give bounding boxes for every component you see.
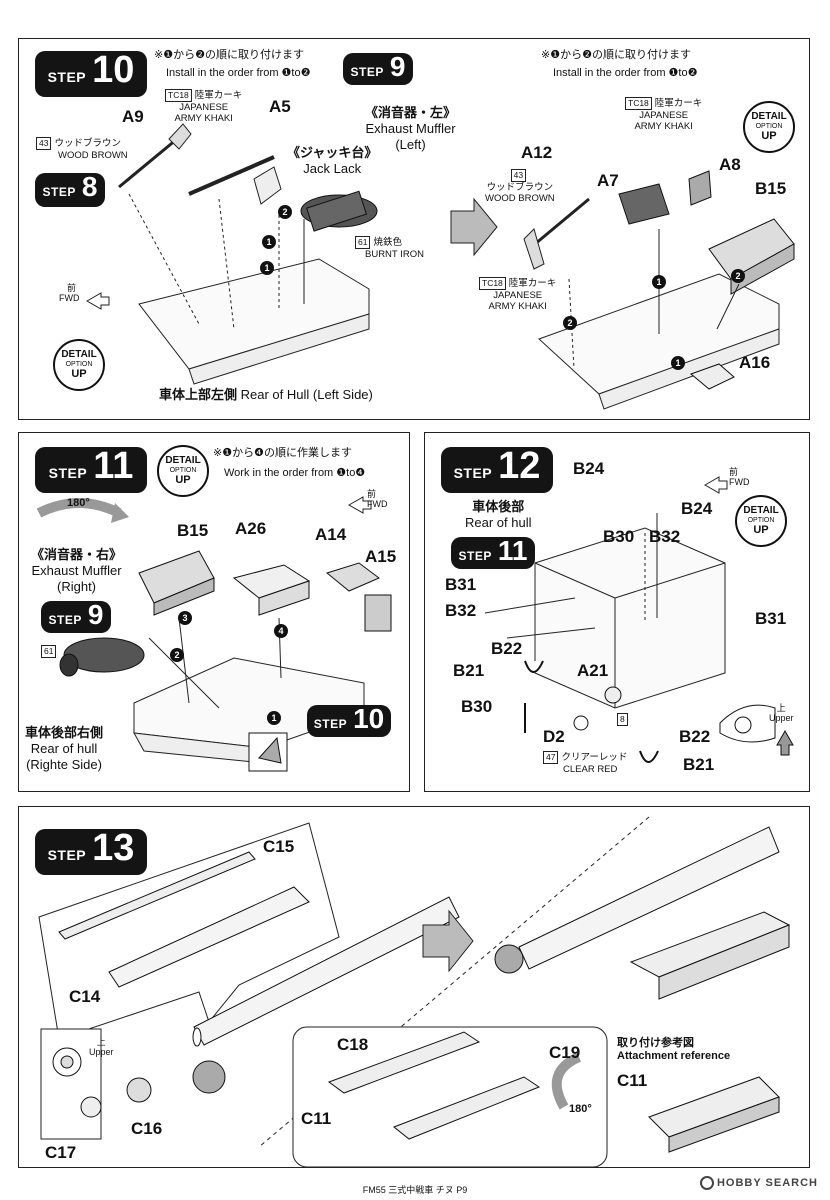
- step11-illustration: 3 4 2 1: [36, 496, 392, 772]
- step10r-order-en: Install in the order from ❶to❷: [553, 67, 698, 79]
- step-word: STEP: [47, 69, 87, 85]
- page-footer: FM55 三式中戦車 チヌ P9: [362, 1185, 468, 1195]
- watermark: HOBBY SEARCH: [699, 1176, 818, 1190]
- rotate-180-step13: 180°: [569, 1103, 592, 1115]
- part-a21: A21: [577, 661, 609, 680]
- step10-ref-badge-11: STEP 10: [307, 705, 391, 737]
- part-b21-right: B21: [683, 755, 715, 774]
- svg-text:1: 1: [675, 358, 680, 368]
- step12-illustration: [484, 476, 794, 763]
- watermark-logo-icon: [699, 1176, 714, 1190]
- step12-badge: STEP 12: [441, 447, 553, 493]
- part-c15: C15: [263, 837, 295, 856]
- part-b24-right: B24: [681, 499, 713, 518]
- part-b15: B15: [755, 179, 787, 198]
- paint-8: 8: [617, 713, 631, 726]
- part-b31-right: B31: [755, 609, 787, 628]
- step10-panel: 2 1 1 1 2 2 1 STEP 10 ※❶から❷の順に取り付けます Install …: [18, 38, 810, 420]
- svg-text:1: 1: [271, 713, 276, 723]
- svg-text:1: 1: [266, 237, 271, 247]
- step11-ref-badge-12: STEP 11: [451, 537, 535, 569]
- part-a5: A5: [269, 97, 291, 116]
- step10-badge: STEP 10: [35, 51, 147, 97]
- rotate-180: 180°: [67, 497, 90, 509]
- part-a7: A7: [597, 171, 619, 190]
- part-c14: C14: [69, 987, 101, 1006]
- part-c17: C17: [45, 1143, 77, 1162]
- svg-text:2: 2: [174, 650, 179, 660]
- step9-ref-badge-11: STEP 9: [41, 601, 111, 633]
- step11-order-jp: ※❶から❹の順に作業します: [213, 447, 352, 459]
- step9-ref-badge: STEP 9: [343, 53, 413, 85]
- part-b31-left: B31: [445, 575, 477, 594]
- step10-order-en: Install in the order from ❶to❷: [166, 67, 311, 79]
- part-b22-right: B22: [679, 727, 711, 746]
- part-d2: D2: [543, 727, 565, 746]
- step8-ref-badge: STEP 8: [35, 173, 105, 207]
- paint-brown-right: 43 ウッドブラウン WOOD BROWN: [485, 169, 555, 204]
- part-b15-11: B15: [177, 521, 209, 540]
- step10-order-jp: ※❶から❷の順に取り付けます: [154, 49, 304, 61]
- svg-text:2: 2: [567, 318, 572, 328]
- part-c16: C16: [131, 1119, 163, 1138]
- svg-text:2: 2: [282, 207, 287, 217]
- part-c19: C19: [549, 1043, 581, 1062]
- part-a8: A8: [719, 155, 741, 174]
- step10-caption: 車体上部左側 Rear of Hull (Left Side): [159, 387, 373, 402]
- svg-text:3: 3: [182, 613, 187, 623]
- part-b22-left: B22: [491, 639, 523, 658]
- step12-hull-label: 車体後部 Rear of hull: [465, 499, 532, 530]
- part-a15: A15: [365, 547, 397, 566]
- step13-badge: STEP 13: [35, 829, 147, 875]
- part-b21-left: B21: [453, 661, 485, 680]
- svg-text:1: 1: [656, 277, 661, 287]
- svg-text:2: 2: [735, 271, 740, 281]
- part-a16: A16: [739, 353, 771, 372]
- step10-illustration: 2 1 1 1 2 2 1: [85, 123, 795, 410]
- part-b30-bottom: B30: [461, 697, 493, 716]
- part-c18: C18: [337, 1035, 369, 1054]
- part-b32-top: B32: [649, 527, 681, 546]
- step11-caption: 車体後部右側 Rear of hull (Righte Side): [25, 725, 104, 772]
- part-a9: A9: [122, 107, 144, 126]
- step11-order-en: Work in the order from ❶to❹: [224, 467, 366, 479]
- part-b30-top: B30: [603, 527, 635, 546]
- fwd-label: 前 FWD: [59, 283, 80, 303]
- part-c11-right: C11: [617, 1071, 648, 1090]
- part-b24-top: B24: [573, 459, 605, 478]
- paint-iron-step11: 61: [41, 645, 59, 658]
- part-c11-left: C11: [301, 1109, 332, 1128]
- part-a14: A14: [315, 525, 347, 544]
- jack-lack-label: 《ジャッキ台》 Jack Lack: [287, 145, 378, 176]
- muffler-right-label: 《消音器・右》 Exhaust Muffler (Right): [31, 547, 123, 594]
- part-a12: A12: [521, 143, 553, 162]
- muffler-left-label: 《消音器・左》 Exhaust Muffler (Left): [365, 105, 457, 152]
- step10r-order-jp: ※❶から❷の順に取り付けます: [541, 49, 691, 61]
- part-a26: A26: [235, 519, 267, 538]
- step11-badge: STEP 11: [35, 447, 147, 493]
- svg-text:4: 4: [278, 626, 283, 636]
- part-b32-left: B32: [445, 601, 477, 620]
- svg-text:1: 1: [264, 263, 269, 273]
- step13-illustration: [38, 816, 791, 1167]
- step-number: 10: [92, 49, 135, 91]
- attachment-reference-label: 取り付け参考図 Attachment reference: [617, 1037, 731, 1062]
